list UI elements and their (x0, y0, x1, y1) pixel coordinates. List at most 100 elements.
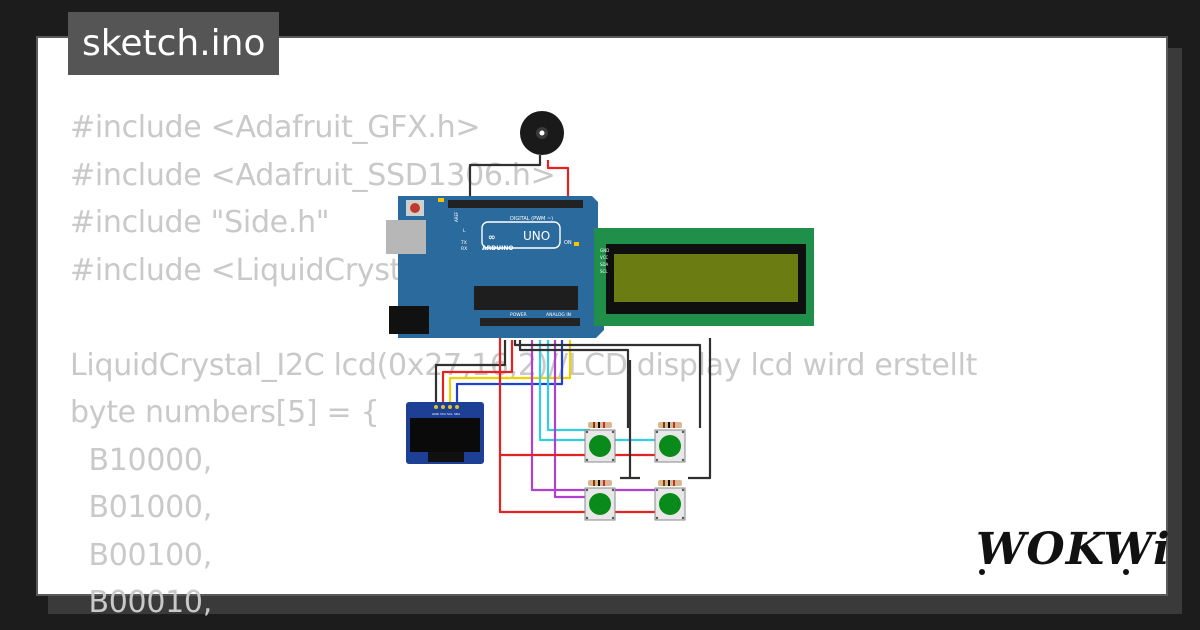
button-pin (655, 430, 659, 434)
lcd-display[interactable]: GND VCC SDA SCL (594, 228, 814, 326)
wokwi-logo: WOKWi (976, 524, 1170, 575)
atmega-chip (474, 286, 578, 310)
oled-pin-sda-dot (455, 405, 459, 409)
buzzer[interactable] (520, 111, 564, 155)
lcd-pin-labels: GND VCC SDA SCL (600, 248, 609, 274)
oled-screen (410, 418, 480, 452)
pushbutton-3[interactable] (584, 480, 616, 521)
arduino-uno-board[interactable]: ∞ UNO ARDUINO DIGITAL (PWM ~) ON TX RX L… (386, 196, 604, 338)
wire-vcc-buttons (498, 330, 590, 514)
resistor-band (593, 480, 595, 486)
pushbutton-array (584, 422, 686, 521)
oled-pin-vcc-dot (441, 405, 445, 409)
digital-header (448, 200, 583, 208)
button-pin (611, 516, 615, 520)
power-analog-header (480, 318, 580, 326)
wire-button-3 (553, 340, 590, 499)
wire-oled-sda (455, 340, 564, 405)
code-line: byte numbers[5] = { (70, 395, 380, 430)
code-line: B10000, (70, 442, 212, 478)
resistor-band (603, 480, 605, 486)
rx-label: RX (461, 246, 467, 252)
button-pin (585, 516, 589, 520)
resistor-band (598, 480, 600, 486)
lcd-pin-sda: SDA (600, 262, 609, 267)
resistor-band (673, 480, 675, 486)
file-tab[interactable]: sketch.ino (68, 12, 280, 75)
button-pin (655, 458, 659, 462)
led-power (438, 198, 444, 202)
button-pin (681, 430, 685, 434)
logo-pin-icon (1123, 569, 1129, 575)
pushbutton-2[interactable] (654, 422, 686, 463)
resistor-band (593, 422, 595, 428)
oled-pin-gnd: GND (432, 412, 440, 416)
analog-label: ANALOG IN (546, 312, 571, 318)
lcd-pin-gnd: GND (600, 248, 609, 253)
board-model: UNO (523, 229, 550, 243)
resistor-band (668, 480, 670, 486)
resistor-band (668, 422, 670, 428)
oled-pin-sda: SDA (454, 412, 461, 416)
code-line: LiquidCrystal_I2C lcd(0x27,16,2)//LCD di… (70, 347, 978, 383)
code-line: #include <Adafruit_GFX.h> (70, 110, 481, 145)
wire-buzzer-signal (546, 160, 570, 205)
oled-pin-labels: GND VCC SCL SDA (432, 412, 461, 416)
lcd-pin-scl: SCL (600, 269, 608, 274)
board-brand: ARDUINO (482, 245, 513, 252)
power-jack (389, 306, 429, 334)
tx-label: TX (460, 240, 467, 246)
button-cap[interactable] (589, 435, 611, 457)
wire-gnd-2 (513, 340, 702, 428)
button-pin (681, 458, 685, 462)
button-cap[interactable] (659, 435, 681, 457)
lcd-pin-vcc: VCC (600, 255, 609, 260)
buzzer-center (539, 130, 545, 136)
button-pin (611, 458, 615, 462)
button-cap[interactable] (659, 493, 681, 515)
wokwi-logo-text: WOKWi (976, 524, 1171, 575)
oled-pin-gnd-dot (434, 405, 438, 409)
power-label: POWER (510, 312, 527, 318)
logo-pin-icon (979, 569, 985, 575)
wire-button-4 (530, 340, 658, 492)
code-line: #include "Side.h" (70, 205, 330, 240)
button-pin (681, 516, 685, 520)
wire-button-2 (538, 340, 660, 442)
code-line: B01000, (70, 490, 212, 525)
button-cap[interactable] (589, 493, 611, 515)
button-pin (681, 488, 685, 492)
uno-logo-frame (481, 221, 561, 249)
pushbutton-4[interactable] (654, 480, 686, 521)
lcd-screen (614, 254, 798, 302)
wire-oled-vcc (441, 340, 514, 405)
resistor-band (603, 422, 605, 428)
resistor-band (663, 422, 665, 428)
resistor-band (663, 480, 665, 486)
wire-button-1 (546, 340, 590, 432)
wire-oled-scl (448, 340, 572, 405)
on-label: ON (564, 240, 572, 246)
pushbutton-1[interactable] (584, 422, 616, 463)
button-pin (655, 516, 659, 520)
usb-connector (386, 220, 426, 254)
oled-display[interactable]: GND VCC SCL SDA (406, 402, 484, 464)
resistor-band (673, 422, 675, 428)
button-pin (585, 488, 589, 492)
code-line: #include <LiquidCryst (70, 252, 402, 288)
oled-pin-scl-dot (448, 405, 452, 409)
code-preview: #include <Adafruit_GFX.h>#include <Adafr… (70, 104, 977, 627)
button-pin (611, 488, 615, 492)
arduino-infinity-icon: ∞ (488, 233, 496, 243)
button-pin (655, 488, 659, 492)
code-line: B00100, (70, 537, 212, 573)
oled-ribbon (428, 452, 464, 462)
button-pin (585, 458, 589, 462)
oled-pin-vcc: VCC (440, 412, 446, 416)
wire-gnd-4 (688, 338, 712, 480)
wire-buzzer-gnd (468, 155, 542, 205)
button-pin (585, 430, 589, 434)
code-line: B00010, (70, 585, 212, 620)
button-pin (611, 430, 615, 434)
